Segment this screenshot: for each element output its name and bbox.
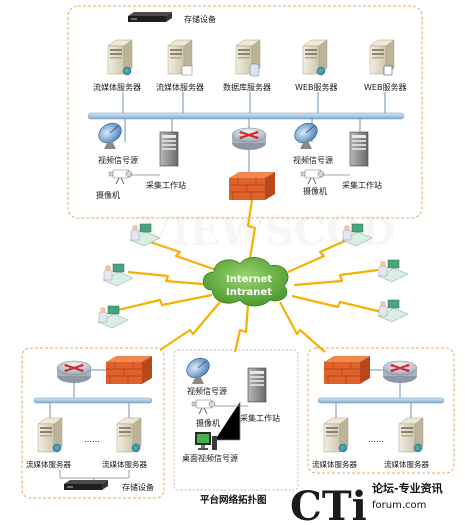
internet-cloud: Internet Intranet: [202, 257, 289, 307]
globe-icon: [52, 443, 62, 453]
top-zone: 存储设备 流媒体服务器 流媒体服务器 数据库服务器 WEB服务器 WEB服务器: [67, 5, 423, 219]
storage-links: [59, 470, 130, 482]
remote-user-icon: [102, 263, 134, 287]
satellite-dish-icon: [182, 353, 214, 385]
bottom-middle-zone: 视频信号源 摄像机 采集工作站 桌面视频信号源: [173, 349, 299, 491]
bottom-right-backbone: [317, 397, 445, 404]
server-label: 流媒体服务器: [93, 82, 141, 92]
server-links: [122, 92, 386, 113]
site-watermark-line1: 论坛-专业资讯: [372, 481, 443, 495]
storage-device-icon: [128, 12, 172, 22]
globe-icon: [338, 443, 348, 453]
cloud-line1: Internet: [226, 274, 272, 285]
server-label: WEB服务器: [295, 82, 337, 92]
server-streaming-1: 流媒体服务器: [93, 39, 141, 92]
server-label: 数据库服务器: [223, 82, 271, 92]
workstation-icon: [349, 131, 369, 167]
camera-icon: [191, 399, 216, 415]
globe-icon: [413, 443, 423, 453]
cloud-line2: Intranet: [226, 287, 272, 298]
backbone-links: [124, 119, 361, 142]
cloud-icon: [202, 257, 289, 307]
site-watermark: CTi 论坛-专业资讯 forum.com: [290, 481, 443, 525]
video-source-label: 视频信号源: [98, 155, 138, 165]
video-source-label: 视频信号源: [187, 386, 227, 396]
firewall-icon: [105, 355, 153, 385]
remote-user-icon: [377, 259, 409, 283]
workstation-label: 采集工作站: [342, 180, 382, 190]
server-label: 流媒体服务器: [26, 459, 71, 469]
workstation-icon: [247, 367, 267, 403]
workstation-icon: [159, 131, 179, 167]
workstation-label: 采集工作站: [240, 413, 280, 423]
top-zone-border: [67, 5, 423, 219]
bottom-left-border: [21, 347, 165, 499]
lightning-links: [117, 199, 383, 353]
diagram-caption: 平台网络拓扑图: [200, 494, 267, 506]
storage-label: 存储设备: [184, 14, 216, 24]
site-logo: CTi: [290, 483, 367, 525]
database-icon: [249, 63, 260, 77]
document-icon: [181, 65, 193, 76]
globe-icon: [122, 66, 132, 76]
camera-icon: [108, 169, 133, 185]
server-label: 流媒体服务器: [102, 459, 147, 469]
bottom-right-zone: …… 流媒体服务器 流媒体服务器: [307, 347, 455, 474]
capture-links: [215, 402, 248, 441]
globe-icon: [131, 443, 141, 453]
server-web-1: WEB服务器: [295, 39, 337, 92]
browser-icon: [383, 65, 393, 76]
camera-label: 摄像机: [196, 418, 220, 428]
camera-label: 摄像机: [96, 190, 120, 200]
bottom-middle-border: [173, 349, 299, 491]
server-label: 流媒体服务器: [384, 459, 429, 469]
router-icon: [230, 126, 268, 152]
workstation-label: 采集工作站: [146, 180, 186, 190]
bottom-right-border: [307, 347, 455, 474]
storage-device-icon: [64, 480, 108, 490]
desktop-monitor-icon: [195, 432, 217, 450]
satellite-dish-icon: [94, 118, 126, 150]
video-source-label: 视频信号源: [293, 155, 333, 165]
ellipsis: ……: [84, 435, 100, 444]
desktop-source-label: 桌面视频信号源: [182, 453, 238, 463]
server-label: 流媒体服务器: [156, 82, 204, 92]
storage-label: 存储设备: [122, 482, 154, 492]
server-label: WEB服务器: [364, 82, 406, 92]
router-icon: [381, 359, 419, 385]
bottom-left-backbone: [33, 397, 153, 404]
server-links: [49, 403, 130, 418]
bottom-left-zone: …… 流媒体服务器 流媒体服务器 存储设备: [21, 347, 165, 499]
server-web-2: WEB服务器: [364, 39, 406, 92]
firewall-icon: [323, 355, 371, 385]
server-label: 流媒体服务器: [312, 459, 357, 469]
camera-icon: [300, 169, 325, 185]
top-backbone: [87, 112, 405, 120]
router-icon: [55, 359, 93, 385]
server-streaming-2: 流媒体服务器: [156, 39, 204, 92]
firewall-icon: [228, 171, 276, 201]
camera-label: 摄像机: [303, 186, 327, 196]
server-database: 数据库服务器: [223, 39, 271, 92]
ellipsis: ……: [368, 435, 384, 444]
satellite-dish-icon: [290, 118, 322, 150]
remote-user-icon: [377, 299, 409, 323]
site-watermark-line2: forum.com: [372, 500, 426, 511]
server-links: [335, 403, 412, 418]
globe-icon: [316, 66, 326, 76]
